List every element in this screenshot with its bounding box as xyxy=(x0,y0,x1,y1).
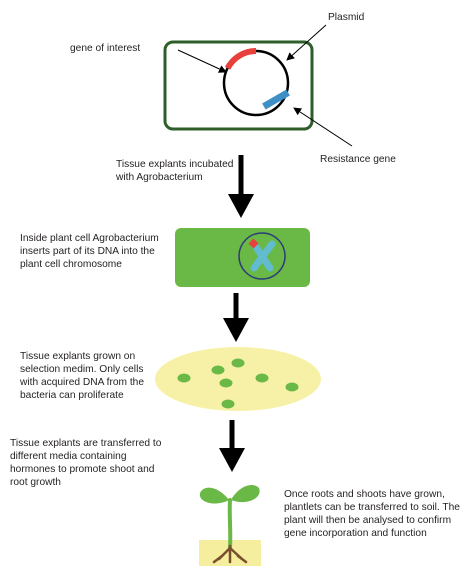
flow-arrow-2 xyxy=(223,293,249,342)
plasmid-label: Plasmid xyxy=(328,12,365,23)
right-leaf xyxy=(231,485,260,503)
cell-dot xyxy=(285,382,299,392)
inserted-dna-marker xyxy=(248,238,259,249)
resistance-gene-pointer xyxy=(293,107,353,147)
resistance-gene-segment xyxy=(262,89,290,110)
plantlet-stem xyxy=(227,498,233,550)
cell-dot xyxy=(219,378,233,388)
cell-dot xyxy=(221,399,235,409)
cell-dot xyxy=(231,358,245,368)
resistance-gene-label: Resistance gene xyxy=(320,154,396,165)
plasmid-pointer xyxy=(286,24,327,61)
cell-dot xyxy=(177,373,191,383)
gene-of-interest-label: gene of interest xyxy=(70,43,141,54)
proliferating-cells xyxy=(177,358,299,409)
gene-of-interest-segment xyxy=(224,48,257,70)
gene-of-interest-pointer xyxy=(177,49,227,73)
flow-arrow-3 xyxy=(219,420,245,472)
plant-cell xyxy=(175,228,310,287)
cell-dot xyxy=(255,373,269,383)
step-4-text: Tissue explants are transferred to diffe… xyxy=(10,438,162,488)
step-2-text: Inside plant cell Agrobacterium inserts … xyxy=(20,233,159,270)
nucleus xyxy=(238,232,286,280)
step-5-text: Once roots and shoots have grown, plantl… xyxy=(284,489,460,539)
selection-medium-dish xyxy=(155,347,321,411)
left-leaf xyxy=(199,487,229,504)
step-1-text: Tissue explants incubated with Agrobacte… xyxy=(116,159,234,183)
flow-arrow-1 xyxy=(228,155,254,218)
chromosome-icon xyxy=(250,240,276,272)
plantlet-roots xyxy=(212,544,248,564)
cell-dot xyxy=(211,365,225,375)
step-3-text: Tissue explants grown on selection medim… xyxy=(20,351,145,401)
